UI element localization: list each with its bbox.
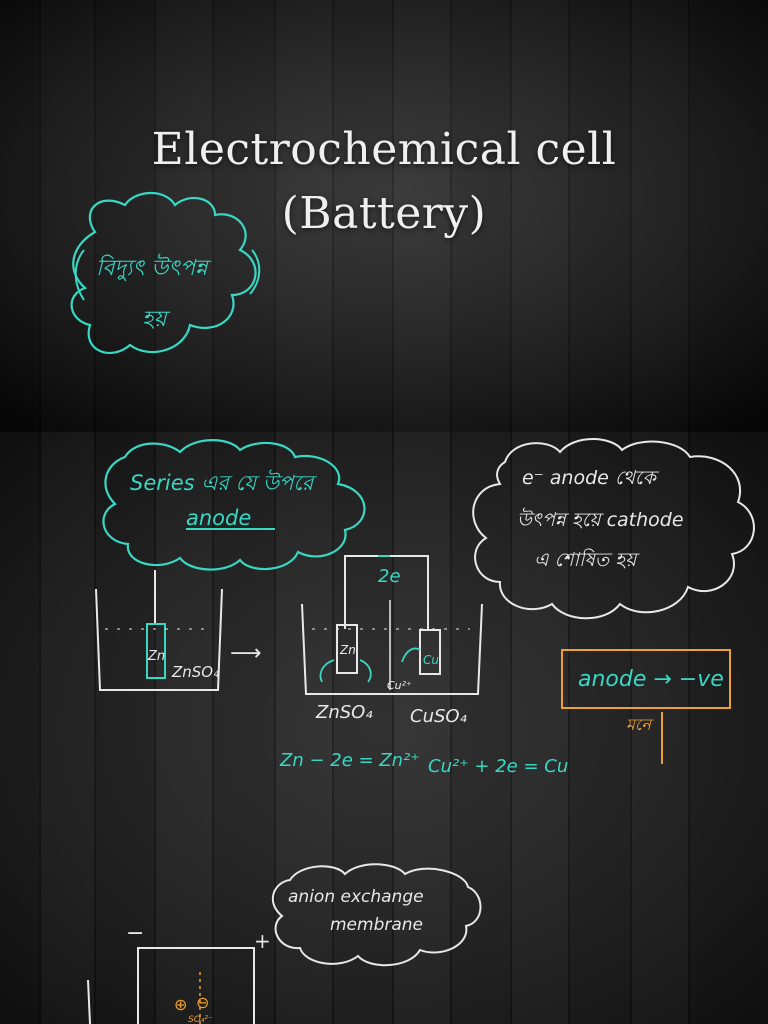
cell-right-solution: CuSO₄	[410, 706, 468, 727]
anode-sign-box: anode → −ve মনে	[561, 649, 731, 764]
cloud-bracket-left	[74, 249, 85, 301]
cell-right-electrode: Cu	[423, 653, 439, 667]
equation-anode: Zn − 2e = Zn²⁺	[279, 750, 420, 771]
title-line-1: Electrochemical cell	[151, 124, 617, 175]
thought-cloud	[70, 191, 257, 354]
cell2-minus: −	[126, 921, 144, 946]
cloud-series: Series এর যে উপরে anode	[102, 439, 366, 571]
cell-left-solution: ZnSO₄	[315, 702, 373, 723]
cloud-series-line-1: Series এর যে উপরে	[130, 469, 318, 495]
cloud-bracket-right	[249, 249, 261, 295]
slide-cell-diagram: Series এর যে উপরে anode e⁻ anode থেকে উৎ…	[0, 432, 768, 1024]
cloud-membrane: anion exchange membrane	[271, 863, 482, 967]
membrane-cell: − + ⊕ ⊖ SO₄²⁻	[87, 921, 271, 1024]
title-line-2: (Battery)	[281, 188, 487, 239]
wood-background	[0, 432, 768, 1024]
cloud-note-annotation: বিদ্যুৎ উৎপন্ন হয়	[70, 191, 261, 354]
slide-title: Electrochemical cell (Battery) বিদ্যুৎ উ…	[0, 0, 768, 432]
beaker1-electrode-label: Zn	[147, 649, 165, 664]
beaker1-solution-label: ZnSO₄	[171, 663, 219, 681]
cell-electron-label: 2e	[378, 566, 401, 587]
cloud-electron-line-1: e⁻ anode থেকে	[522, 467, 660, 489]
cloud-membrane-line-2: membrane	[330, 915, 423, 935]
wood-background	[0, 0, 768, 432]
cloud-series-line-2: anode	[186, 506, 251, 530]
cell2-plus: +	[254, 929, 271, 953]
cell2-ion-label: SO₄²⁻	[188, 1015, 213, 1024]
cloud-electron-line-2: উৎপন্ন হয়ে cathode	[517, 507, 684, 531]
cloud-electron-line-3: এ শোষিত হয়	[534, 548, 640, 571]
cell2-ion-plus: ⊕	[174, 995, 187, 1014]
cloud-membrane-line-1: anion exchange	[288, 887, 424, 907]
cloud-note-line-2: হয়	[142, 307, 171, 332]
cell2-ion-minus: ⊖	[196, 993, 209, 1012]
cell-left-electrode: Zn	[339, 643, 356, 657]
cloud-electron: e⁻ anode থেকে উৎপন্ন হয়ে cathode এ শোষি…	[472, 438, 755, 620]
anode-note: মনে	[626, 715, 654, 734]
cloud-note-line-1: বিদ্যুৎ উৎপন্ন	[96, 253, 212, 281]
beaker-zn: Zn ZnSO₄	[95, 570, 223, 691]
anode-sign-text: anode → −ve	[578, 667, 724, 692]
galvanic-cell: 2e Zn Cu Cu²⁺ ZnSO₄ CuSO₄	[301, 555, 483, 727]
cell-ion-label: Cu²⁺	[387, 679, 412, 692]
reaction-arrow: ⟶	[230, 641, 262, 666]
equation-cathode: Cu²⁺ + 2e = Cu	[428, 756, 568, 777]
handwritten-annotations: Series এর যে উপরে anode e⁻ anode থেকে উৎ…	[87, 438, 755, 1024]
